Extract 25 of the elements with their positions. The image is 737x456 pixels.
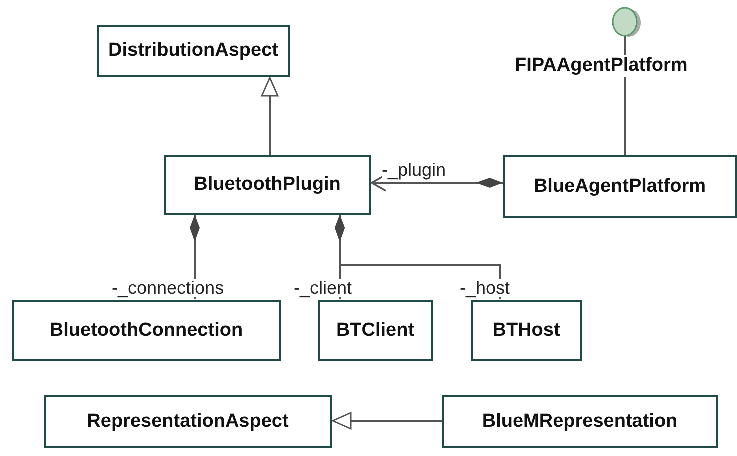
class-box	[503, 155, 737, 218]
class-name: BluetoothConnection	[50, 320, 244, 342]
class-name: BTHost	[492, 320, 560, 342]
role-label: -_plugin	[382, 161, 446, 179]
class-box	[471, 300, 582, 361]
generalization-arrow	[332, 412, 442, 430]
association-line	[335, 215, 501, 299]
class-box	[12, 300, 281, 361]
interface-name: FIPAAgentPlatform	[515, 55, 688, 77]
class-box	[164, 155, 371, 215]
generalization-arrow	[371, 174, 503, 192]
class-name: DistributionAspect	[108, 40, 278, 62]
class-box	[442, 395, 718, 448]
class-name: RepresentationAspect	[87, 410, 289, 432]
class-name: BlueAgentPlatform	[534, 176, 706, 198]
role-label: -_connections	[112, 279, 224, 297]
generalization-arrow	[261, 77, 279, 155]
class-name: BlueMRepresentation	[482, 410, 678, 432]
role-label: -_host	[460, 279, 510, 297]
class-box	[44, 395, 332, 448]
class-box	[97, 25, 290, 77]
class-box	[318, 300, 433, 361]
class-name: BTClient	[336, 320, 415, 342]
role-label: -_client	[294, 279, 352, 297]
class-name: BluetoothPlugin	[194, 174, 341, 196]
